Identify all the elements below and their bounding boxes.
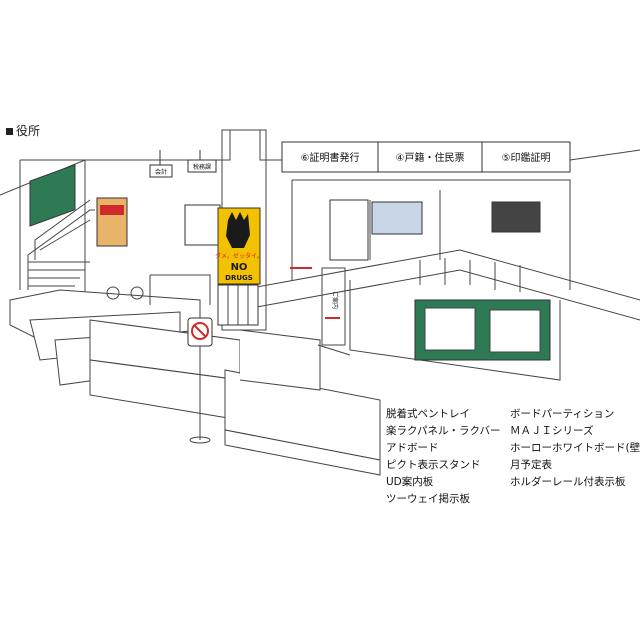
legend-item: 月予定表: [510, 459, 552, 471]
left-wall: [19, 159, 86, 300]
legend-item: UD案内板: [386, 476, 434, 488]
ud-sign-stand: [317, 267, 351, 356]
wall-whiteboard: [29, 164, 76, 227]
stand-sign-text: ご案内: [331, 291, 339, 309]
no-smoking-icon: [191, 322, 209, 340]
hand-icon: [226, 212, 250, 248]
poster-top-text: ダメ。ゼッタイ。: [215, 252, 263, 260]
monthly-schedule-board: [371, 201, 423, 235]
hanging-sign-1: [149, 164, 173, 178]
legend-item: 楽ラクパネル・ラクバー: [386, 425, 501, 437]
hanging-sign-2-text: 税務課: [193, 163, 211, 171]
hanging-sign-1-text: 会計: [155, 168, 167, 176]
service-counter: [239, 249, 640, 381]
board-partition-panel: [424, 307, 476, 351]
holder-rail-sign: [491, 201, 541, 233]
legend-item: ピクト表示スタンド: [386, 459, 481, 471]
counter-signs-bar: [281, 141, 571, 173]
hanging-sign-2: [187, 159, 217, 173]
stool: [106, 286, 120, 300]
ad-board-frame: [184, 204, 221, 246]
staircase: [27, 199, 95, 290]
counter-sign-0: ⑥証明書発行: [301, 151, 360, 164]
square-bullet-icon: [6, 128, 13, 135]
brochure-rack-dividers: [227, 285, 249, 325]
legend-item: ＭＡＪＩシリーズ: [510, 425, 594, 437]
poster-middle-text: NO: [231, 262, 248, 273]
right-wall: [291, 179, 571, 290]
product-legend-left: 脱着式ペントレイ 楽ラクパネル・ラクバー アドボード ピクト表示スタンド UD案…: [386, 406, 500, 508]
page-heading: 役所: [6, 122, 40, 139]
poster-bottom-text: DRUGS: [225, 274, 253, 282]
display-panel: [329, 199, 369, 261]
stool: [130, 286, 144, 300]
board-partition-panel: [489, 309, 541, 353]
legend-item: ツーウェイ掲示板: [386, 493, 470, 505]
legend-item: ボードパーティション: [510, 408, 615, 420]
heading-text: 役所: [16, 124, 41, 138]
table: [149, 274, 211, 305]
counter-sign-1: ④戸籍・住民票: [396, 151, 465, 164]
pictogram-stand-base: [189, 436, 211, 444]
legend-item: ホーローホワイトボード(壁掛): [510, 442, 640, 454]
legend-item: 脱着式ペントレイ: [386, 408, 470, 420]
legend-item: ホルダーレール付表示板: [510, 476, 626, 488]
wall-poster-red: [100, 205, 124, 215]
product-legend-right: ボードパーティション ＭＡＪＩシリーズ ホーローホワイトボード(壁掛) 月予定表…: [510, 406, 640, 491]
legend-item: アドボード: [386, 442, 439, 454]
counter-desk-lines: [419, 258, 521, 292]
counter-sign-2: ⑤印鑑証明: [502, 151, 551, 164]
